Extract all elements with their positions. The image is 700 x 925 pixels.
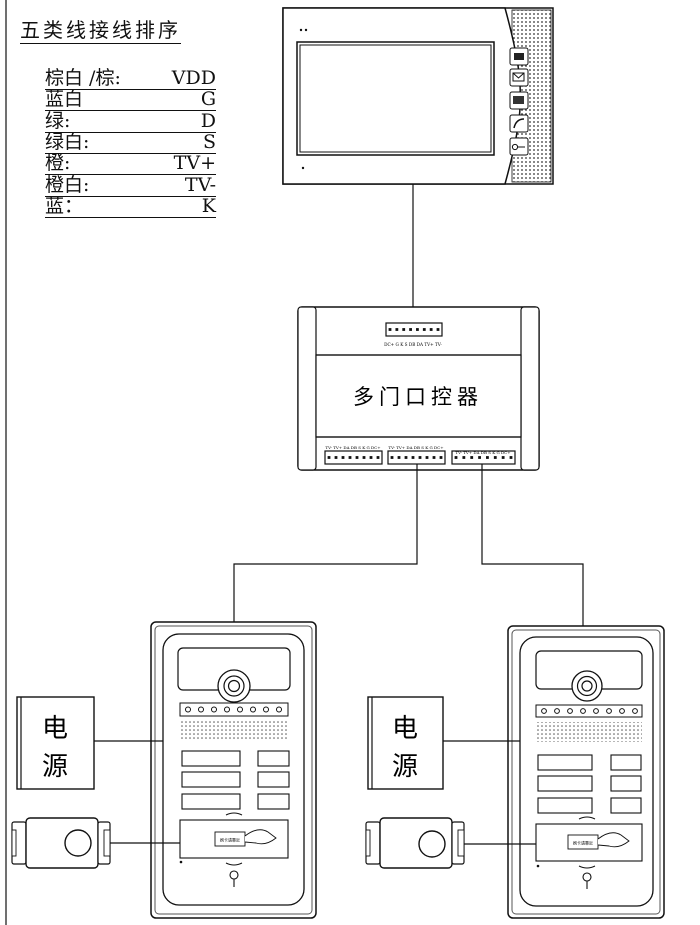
power-label-line1: 电 xyxy=(392,714,418,744)
terminal-pin xyxy=(369,456,373,459)
terminal-pin xyxy=(429,328,433,331)
legend-signal: D xyxy=(200,109,216,132)
legend-wire-color: 橙: xyxy=(45,152,71,175)
outdoor-unit-2: 刷卡请靠近 xyxy=(507,625,665,919)
legend-wire-color: 棕白 /棕: xyxy=(45,67,121,89)
terminal-pin xyxy=(432,456,436,459)
power-label-line2: 源 xyxy=(42,752,68,782)
bottom-terminal-label-1: TV- TV+ DA DB S K G DC+ xyxy=(325,445,380,450)
bottom-terminal-label-2: TV- TV+ DA DB S K G DC+ xyxy=(388,445,443,450)
terminal-pin xyxy=(416,328,419,331)
legend-wire-color: 蓝： xyxy=(45,194,84,217)
terminal-pin xyxy=(462,456,466,459)
terminal-pin xyxy=(402,328,406,331)
terminal-pin xyxy=(501,456,505,459)
terminal-pin xyxy=(411,456,415,459)
electric-lock-2 xyxy=(365,817,465,869)
outdoor-unit-1: 刷卡请靠近 xyxy=(150,621,317,919)
controller-label: 多门口控器 xyxy=(353,385,483,409)
indoor-monitor xyxy=(282,7,554,185)
call-buttons xyxy=(537,754,642,814)
terminal-pin xyxy=(409,328,412,331)
power-label-line2: 源 xyxy=(392,752,418,782)
bottom-terminal-block-1 xyxy=(324,450,383,465)
card-reader-label: 刷卡请靠近 xyxy=(220,837,240,843)
legend-wire-color: 绿白: xyxy=(45,130,90,153)
terminal-pin xyxy=(395,328,399,331)
bottom-terminal-block-3 xyxy=(451,450,516,465)
terminal-pin xyxy=(418,456,422,459)
terminal-pin xyxy=(355,456,359,459)
legend-signal: K xyxy=(201,194,216,217)
terminal-pin xyxy=(397,456,401,459)
terminal-pin xyxy=(425,456,429,459)
wire-controller-outdoor-1 xyxy=(233,464,418,622)
speaker-grille xyxy=(180,721,288,741)
bottom-terminal-block-2 xyxy=(387,450,446,465)
terminal-pin xyxy=(493,456,497,459)
legend-signal: TV+ xyxy=(173,152,216,175)
terminal-pin xyxy=(470,456,474,459)
legend-row: 棕白 /棕: VDD xyxy=(45,67,216,90)
electric-lock-1 xyxy=(11,817,111,869)
terminal-pin xyxy=(454,456,458,459)
monitor-screen xyxy=(296,41,495,156)
terminal-pin xyxy=(404,456,408,459)
terminal-pin xyxy=(422,328,426,331)
multi-door-controller: DC+ G K S DB DA TV+ TV- TV- TV+ DA DB S … xyxy=(297,306,540,471)
terminal-pin xyxy=(362,456,366,459)
legend-signal: VDD xyxy=(171,67,216,89)
wire-controller-outdoor-2 xyxy=(481,464,584,626)
card-reader-label: 刷卡请靠近 xyxy=(573,840,593,846)
legend-wire-color: 橙白: xyxy=(45,173,90,196)
legend-row: 蓝： K xyxy=(45,195,216,218)
terminal-pin xyxy=(436,328,440,331)
bottom-terminal-label-3: TV- TV+ DA DB S K G DC+ xyxy=(455,450,510,455)
terminal-pin xyxy=(439,456,443,459)
legend-signal: S xyxy=(202,130,216,153)
terminal-pin xyxy=(341,456,345,459)
terminal-pin xyxy=(334,456,338,459)
call-buttons xyxy=(181,750,290,810)
legend-signal: TV- xyxy=(184,173,216,196)
legend-signal: G xyxy=(200,88,216,111)
legend-wire-color: 绿: xyxy=(45,109,71,132)
power-label-line1: 电 xyxy=(42,714,68,744)
terminal-pin xyxy=(348,456,352,459)
legend-row: 蓝白 G xyxy=(45,88,216,112)
legend-wire-color: 蓝白 xyxy=(45,88,84,111)
legend-row: 绿: D xyxy=(45,110,216,133)
legend-title: 五类线接线排序 xyxy=(20,14,181,44)
led-row xyxy=(541,708,638,714)
terminal-pin xyxy=(376,456,380,459)
terminal-pin xyxy=(388,328,392,331)
speaker-grille xyxy=(536,722,642,742)
power-supply-1: 电 源 xyxy=(16,696,95,790)
legend-row: 橙: TV+ xyxy=(45,152,216,176)
terminal-pin xyxy=(509,456,513,459)
terminal-pin xyxy=(486,456,489,459)
terminal-pin xyxy=(478,456,481,459)
top-terminal-label: DC+ G K S DB DA TV+ TV- xyxy=(384,342,442,347)
power-supply-2: 电 源 xyxy=(367,696,444,790)
legend-row: 橙白: TV- xyxy=(45,174,216,197)
top-terminal-block xyxy=(385,322,443,337)
monitor-buttons xyxy=(509,47,529,156)
terminal-pin xyxy=(390,456,394,459)
terminal-pin xyxy=(327,456,331,459)
legend-row: 绿白: S xyxy=(45,131,216,154)
led-row xyxy=(185,706,282,713)
